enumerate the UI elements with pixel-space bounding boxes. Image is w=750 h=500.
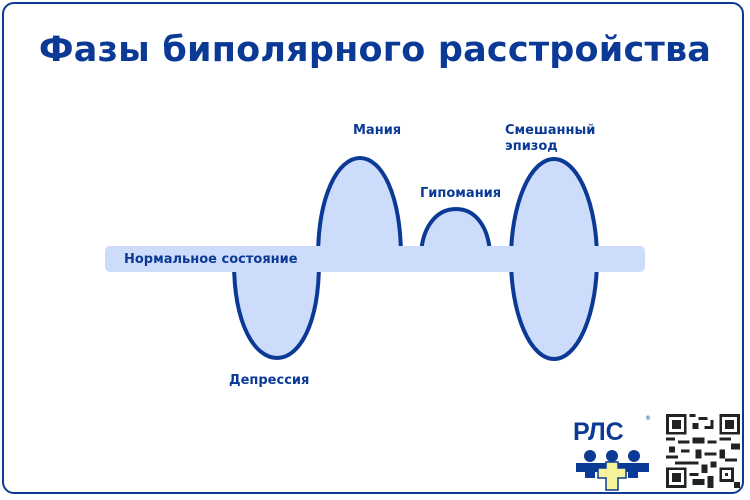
qr-code	[666, 414, 740, 488]
depression-label: Депрессия	[229, 373, 309, 388]
logo-registered: ®	[645, 415, 651, 422]
logo-text: РЛС	[573, 418, 624, 446]
hypomania-label: Гипомания	[420, 186, 501, 201]
normal-state-label: Нормальное состояние	[124, 252, 298, 267]
depression-shape	[232, 261, 321, 361]
mania-shape	[316, 155, 403, 259]
normal-state-band	[105, 246, 645, 272]
rls-logo: РЛС ®	[573, 415, 651, 491]
mania-label: Мания	[353, 123, 401, 138]
mixed-episode-label-2: эпизод	[505, 139, 558, 154]
hypomania-shape	[419, 206, 492, 259]
mixed-episode-label-1: Смешанный	[505, 123, 595, 138]
page-title: Фазы биполярного расстройства	[38, 30, 712, 70]
card-frame	[2, 2, 744, 494]
